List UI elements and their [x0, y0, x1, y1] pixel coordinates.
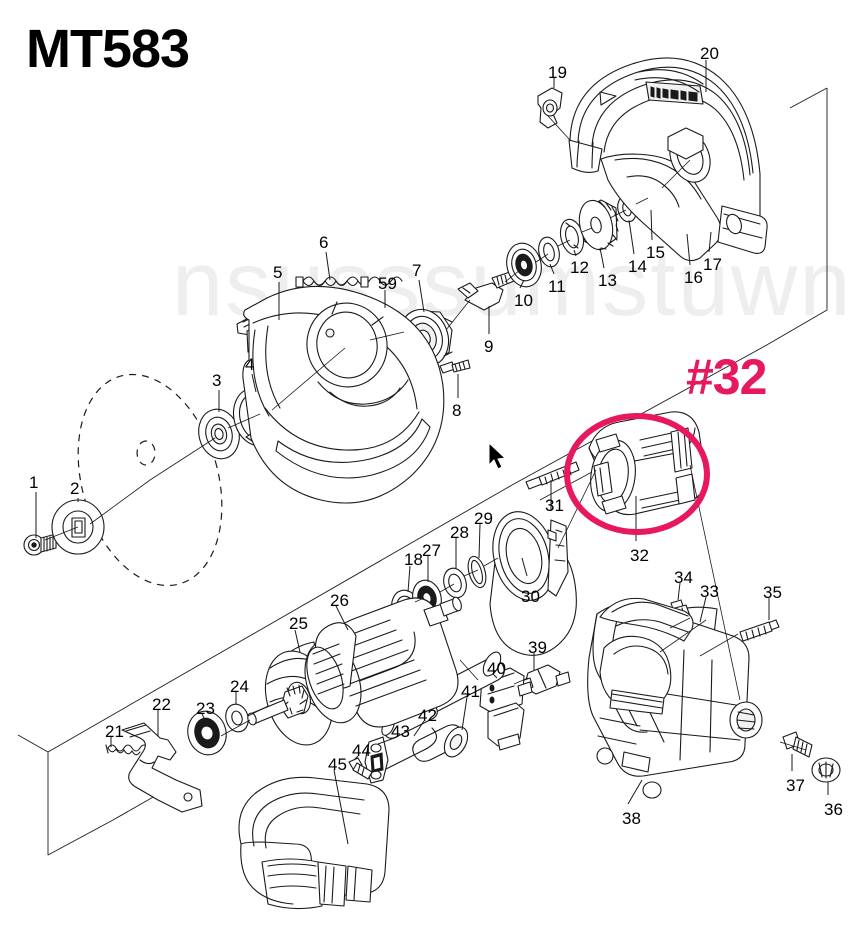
callout-number-10: 10 [514, 291, 533, 310]
part-36-brush-cap [811, 757, 841, 783]
callout-number-38: 38 [622, 809, 641, 828]
callout-number-12: 12 [570, 258, 589, 277]
callout-number-27: 27 [422, 541, 441, 560]
part-28-washer [443, 567, 467, 599]
callout-number-42: 42 [418, 706, 437, 725]
part-45-handle-cover [238, 776, 390, 910]
callout-number-37: 37 [786, 776, 805, 795]
callout-number-25: 25 [289, 614, 308, 633]
callout-number-59: 59 [378, 274, 397, 293]
callout-number-31: 31 [545, 496, 564, 515]
callout-number-44: 44 [352, 741, 371, 760]
callout-number-45: 45 [328, 755, 347, 774]
callout-number-29: 29 [474, 509, 493, 528]
callout-number-3: 3 [212, 371, 222, 390]
part-23-ball-bearing [187, 710, 227, 756]
callout-number-35: 35 [763, 583, 782, 602]
callout-number-32: 32 [630, 546, 649, 565]
callout-number-4: 4 [245, 355, 255, 374]
part-26-armature [304, 596, 462, 728]
callout-number-21: 21 [105, 722, 124, 741]
callout-number-14: 14 [628, 257, 647, 276]
part-20-upper-guard [568, 57, 768, 262]
callout-number-15: 15 [646, 243, 665, 262]
part-35-screw [739, 619, 780, 642]
callout-number-22: 22 [152, 695, 171, 714]
callout-number-39: 39 [528, 638, 547, 657]
callout-number-11: 11 [548, 277, 566, 296]
part-22-lever-arm [121, 722, 203, 813]
blade-guard-housing [242, 285, 445, 504]
part-3-inner-flange [198, 408, 240, 460]
callout-number-28: 28 [450, 523, 469, 542]
highlight-part-label: #32 [686, 349, 767, 405]
callout-number-41: 41 [461, 682, 480, 701]
part-12-ring [559, 218, 585, 256]
callout-number-9: 9 [484, 337, 494, 356]
part-19-lever [537, 87, 563, 129]
callout-number-6: 6 [319, 233, 329, 252]
mouse-cursor [488, 441, 507, 470]
callout-number-18: 18 [404, 550, 423, 569]
callout-number-1: 1 [29, 473, 39, 492]
part-13-fan [578, 199, 619, 251]
callout-number-20: 20 [700, 44, 719, 63]
callout-number-5: 5 [273, 263, 283, 282]
part-24-washer [225, 703, 249, 733]
callout-number-24: 24 [230, 677, 249, 696]
part-29-o-ring [467, 555, 487, 589]
callout-number-30: 30 [521, 587, 540, 606]
callout-number-17: 17 [703, 255, 722, 274]
highlight-ellipse [564, 413, 710, 535]
part-6-spring [295, 276, 403, 288]
part-38-motor-housing [587, 597, 763, 799]
callout-number-33: 33 [700, 582, 719, 601]
callout-number-26: 26 [330, 591, 349, 610]
callout-number-13: 13 [598, 271, 617, 290]
part-32-stator [588, 411, 706, 516]
part-11-washer [538, 236, 560, 268]
callout-number-19: 19 [548, 63, 567, 82]
callout-number-7: 7 [412, 261, 422, 280]
callout-number-34: 34 [674, 568, 693, 587]
callout-number-23: 23 [196, 699, 215, 718]
part-30-gear-cover [489, 511, 577, 656]
page-title: MT583 [26, 19, 190, 79]
saw-blade-outline [77, 373, 223, 587]
part-9-spindle [457, 271, 515, 311]
part-10-ball-bearing [506, 242, 542, 288]
callout-number-40: 40 [487, 659, 506, 678]
callout-number-43: 43 [391, 722, 410, 741]
part-1-bolt [23, 533, 57, 556]
callout-number-36: 36 [824, 800, 843, 819]
callout-number-16: 16 [684, 268, 703, 287]
callout-number-2: 2 [70, 479, 80, 498]
part-8-screw [439, 359, 471, 374]
callout-number-8: 8 [452, 401, 462, 420]
part-37-carbon-brush [782, 731, 813, 758]
